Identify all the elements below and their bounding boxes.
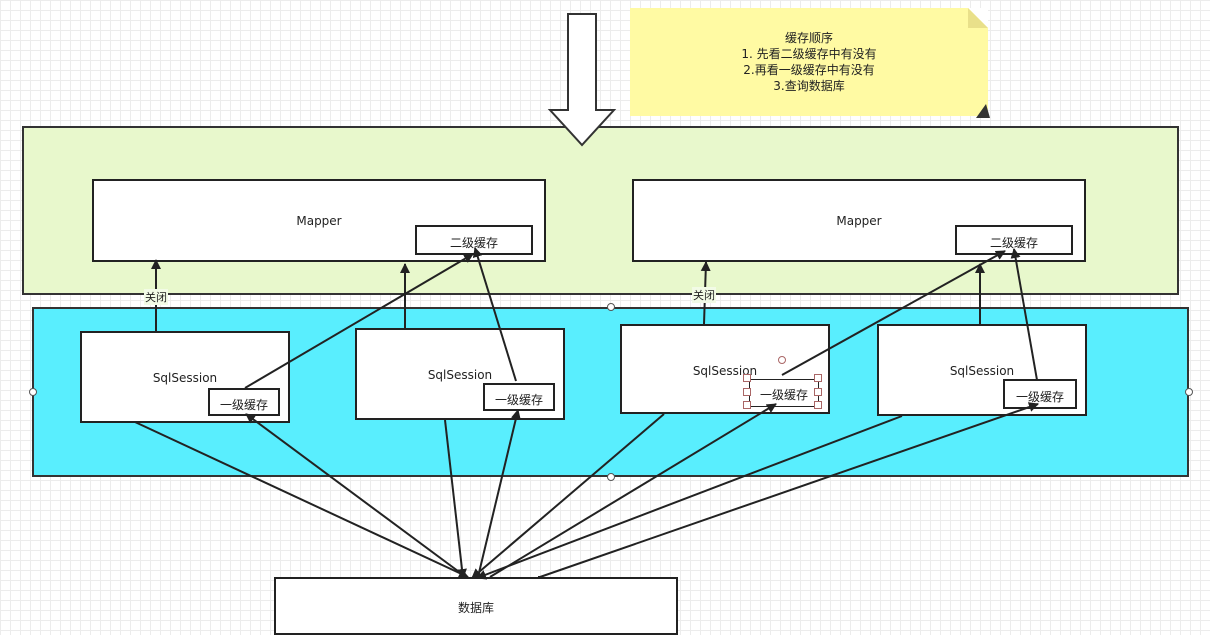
arrow-db-cache3 [489, 403, 777, 578]
selection-handle-bottom[interactable] [607, 473, 615, 481]
selection-handle-left[interactable] [29, 388, 37, 396]
note-line-2: 2.再看一级缓存中有没有 [743, 63, 875, 77]
cache-label: 一级缓存 [494, 393, 543, 407]
mapper-box-1[interactable]: Mapper 二级缓存 [92, 179, 546, 262]
note-line-3: 3.查询数据库 [773, 79, 845, 93]
arrow-session4-cache2 [1010, 248, 1038, 381]
first-level-cache-box-3[interactable]: 一级缓存 [749, 379, 819, 407]
sqlsession-label: SqlSession [427, 368, 493, 382]
cache-order-note[interactable] [630, 8, 988, 116]
sqlsession-box-4[interactable]: SqlSession 一级缓存 [877, 324, 1087, 416]
arrow-session1-cache2 [244, 253, 474, 389]
database-label: 数据库 [457, 601, 494, 615]
cache-label: 一级缓存 [219, 398, 268, 412]
selection-handle-top[interactable] [607, 303, 615, 311]
arrow-db-cache2 [477, 409, 521, 578]
cache-label: 一级缓存 [1015, 390, 1064, 404]
arrow-session4-db [476, 415, 903, 580]
sqlsession-label: SqlSession [152, 371, 218, 385]
cache-label: 二级缓存 [449, 236, 498, 250]
arrow-session3-db [471, 413, 665, 579]
note-line-1: 1. 先看二级缓存中有没有 [741, 47, 877, 61]
resize-handle-tr[interactable] [814, 374, 822, 382]
mapper-box-2[interactable]: Mapper 二级缓存 [632, 179, 1086, 262]
big-down-arrow [547, 13, 617, 147]
first-level-cache-box-1[interactable]: 一级缓存 [208, 388, 280, 416]
arrow-session2-cache2 [472, 247, 517, 382]
mapper-label: Mapper [296, 214, 342, 228]
mapper-label: Mapper [836, 214, 882, 228]
resize-handle-tl[interactable] [743, 374, 751, 382]
resize-handle-ml[interactable] [743, 388, 751, 396]
sqlsession-box-1[interactable]: SqlSession 一级缓存 [80, 331, 290, 423]
rotate-handle[interactable] [778, 356, 786, 364]
note-text: 缓存顺序 1. 先看二级缓存中有没有 2.再看一级缓存中有没有 3.查询数据库 [630, 30, 988, 94]
sqlsession-box-2[interactable]: SqlSession 一级缓存 [355, 328, 565, 420]
resize-handle-bl[interactable] [743, 401, 751, 409]
edge-label-close-1: 关闭 [144, 289, 168, 305]
note-title: 缓存顺序 [784, 31, 833, 45]
resize-handle-mr[interactable] [814, 388, 822, 396]
cache-label: 二级缓存 [989, 236, 1038, 250]
sqlsession-box-3[interactable]: SqlSession 一级缓存 [620, 324, 830, 414]
arrow-session2-db [444, 419, 467, 579]
sqlsession-label: SqlSession [949, 364, 1015, 378]
first-level-cache-box-4[interactable]: 一级缓存 [1003, 379, 1077, 409]
cache-label: 一级缓存 [759, 388, 808, 402]
sqlsession-label: SqlSession [692, 364, 758, 378]
arrow-db-cache4 [539, 402, 1039, 578]
arrow-session3-cache2 [781, 250, 1006, 376]
arrow-db-cache1 [245, 413, 467, 578]
selection-handle-right[interactable] [1185, 388, 1193, 396]
resize-handle-br[interactable] [814, 401, 822, 409]
arrow-session1-db [134, 421, 469, 578]
edge-label-close-2: 关闭 [692, 287, 716, 303]
